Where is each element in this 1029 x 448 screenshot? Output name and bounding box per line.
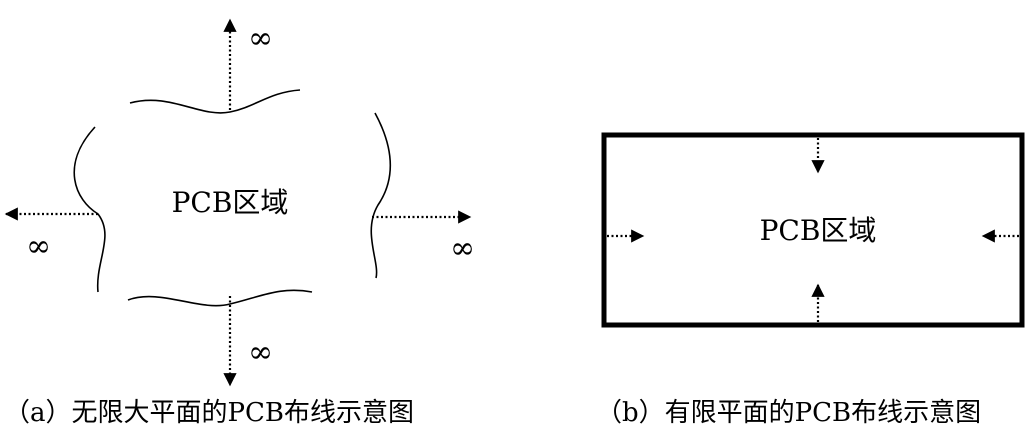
infinity-symbol-left: ∞ (26, 229, 51, 264)
finite-plane-panel: PCB区域 (601, 132, 1025, 328)
infinity-symbol-top: ∞ (248, 21, 273, 56)
infinite-plane-panel: PCB区域 ∞ ∞ ∞ ∞ (4, 18, 475, 387)
region-label-finite: PCB区域 (760, 214, 877, 247)
boundary-top-curve (129, 89, 301, 114)
finite-boundary-rect (601, 132, 1025, 328)
boundary-bottom-curve (127, 289, 313, 307)
caption-finite-plane: （b）有限平面的PCB布线示意图 (596, 398, 982, 428)
infinity-symbol-bottom: ∞ (248, 335, 273, 370)
region-label-infinite: PCB区域 (172, 186, 289, 219)
boundary-left-curve (73, 126, 106, 293)
infinity-symbol-right: ∞ (450, 231, 475, 266)
caption-infinite-plane: （a）无限大平面的PCB布线示意图 (4, 398, 414, 428)
diagram-canvas: PCB区域 ∞ ∞ ∞ ∞ PCB区域 (4, 18, 1025, 387)
boundary-right-curve (370, 112, 392, 279)
